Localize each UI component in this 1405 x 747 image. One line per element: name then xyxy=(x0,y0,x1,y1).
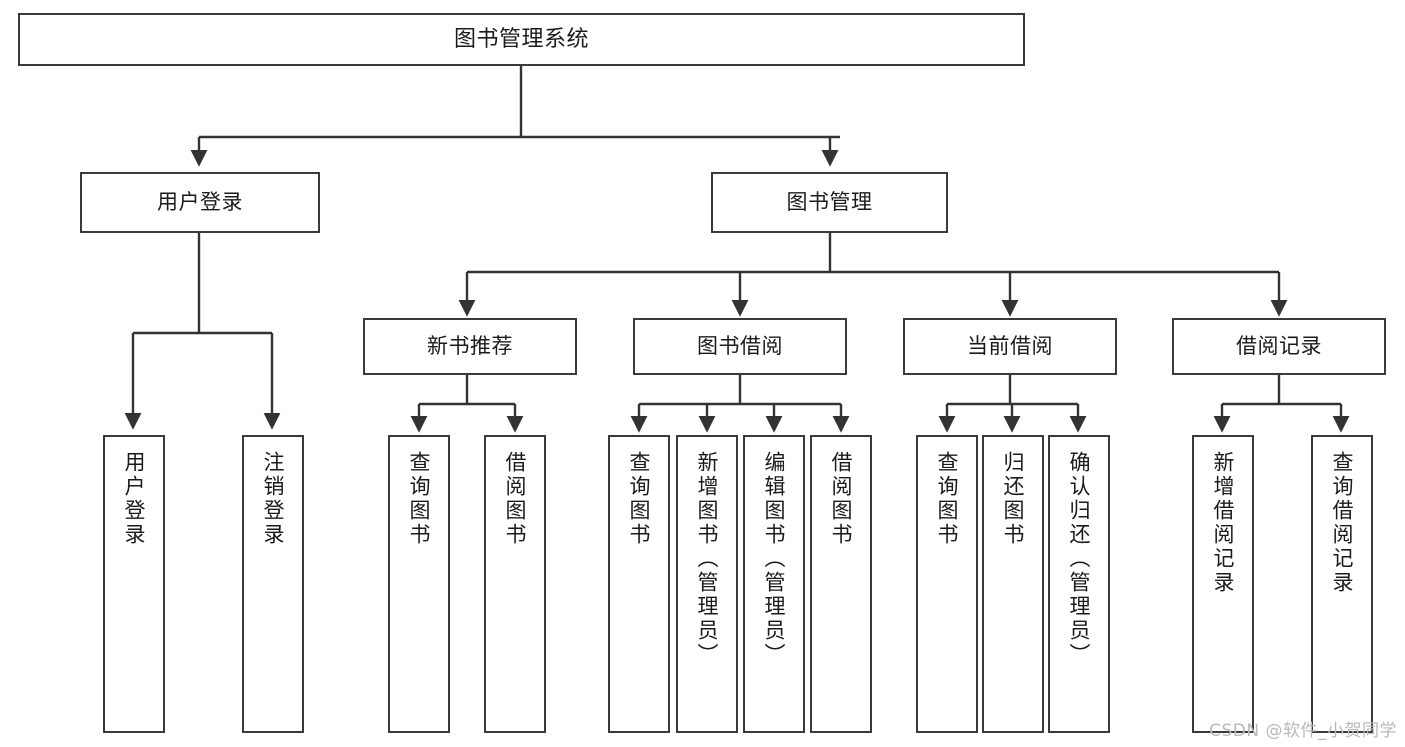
node-leaf-logout[interactable]: 注销登录 xyxy=(242,435,304,733)
node-borrow-record-label: 借阅记录 xyxy=(1236,334,1322,359)
node-leaf-edit-book[interactable]: 编辑图书（管理员） xyxy=(743,435,805,733)
node-leaf-query-record[interactable]: 查询借阅记录 xyxy=(1311,435,1373,733)
node-leaf-borrow-book-1-label: 借阅图书 xyxy=(503,451,528,547)
csdn-watermark: CSDN @软件_小贺同学 xyxy=(1209,721,1397,741)
node-leaf-add-record[interactable]: 新增借阅记录 xyxy=(1192,435,1254,733)
node-leaf-borrow-book-2[interactable]: 借阅图书 xyxy=(810,435,872,733)
node-leaf-confirm-return-label: 确认归还（管理员） xyxy=(1067,451,1092,667)
node-leaf-return-book[interactable]: 归还图书 xyxy=(982,435,1044,733)
node-user-login[interactable]: 用户登录 xyxy=(80,172,320,233)
node-leaf-logout-label: 注销登录 xyxy=(261,451,286,547)
node-current-borrow-label: 当前借阅 xyxy=(967,334,1053,359)
node-leaf-add-record-label: 新增借阅记录 xyxy=(1211,451,1236,595)
node-leaf-add-book[interactable]: 新增图书（管理员） xyxy=(676,435,738,733)
node-book-manage-label: 图书管理 xyxy=(786,190,873,215)
node-leaf-borrow-book-2-label: 借阅图书 xyxy=(829,451,854,547)
node-leaf-borrow-book-1[interactable]: 借阅图书 xyxy=(484,435,546,733)
node-new-book-recommend[interactable]: 新书推荐 xyxy=(363,318,577,375)
node-leaf-query-book-3-label: 查询图书 xyxy=(935,451,960,547)
node-leaf-query-book-2[interactable]: 查询图书 xyxy=(608,435,670,733)
node-leaf-return-book-label: 归还图书 xyxy=(1001,451,1026,547)
node-root-label: 图书管理系统 xyxy=(453,26,589,52)
node-leaf-add-book-label: 新增图书（管理员） xyxy=(695,451,720,667)
node-leaf-confirm-return[interactable]: 确认归还（管理员） xyxy=(1048,435,1110,733)
node-leaf-query-book-1-label: 查询图书 xyxy=(407,451,432,547)
node-leaf-query-book-1[interactable]: 查询图书 xyxy=(388,435,450,733)
node-leaf-user-login[interactable]: 用户登录 xyxy=(103,435,165,733)
node-leaf-edit-book-label: 编辑图书（管理员） xyxy=(762,451,787,667)
node-book-borrow[interactable]: 图书借阅 xyxy=(633,318,847,375)
node-user-login-label: 用户登录 xyxy=(157,190,243,215)
node-new-book-recommend-label: 新书推荐 xyxy=(427,334,513,359)
node-leaf-query-record-label: 查询借阅记录 xyxy=(1330,451,1355,595)
node-borrow-record[interactable]: 借阅记录 xyxy=(1172,318,1386,375)
node-book-borrow-label: 图书借阅 xyxy=(697,334,783,359)
node-book-manage[interactable]: 图书管理 xyxy=(711,172,948,233)
node-leaf-query-book-3[interactable]: 查询图书 xyxy=(916,435,978,733)
node-leaf-user-login-label: 用户登录 xyxy=(122,451,147,547)
node-current-borrow[interactable]: 当前借阅 xyxy=(903,318,1117,375)
node-leaf-query-book-2-label: 查询图书 xyxy=(627,451,652,547)
node-root[interactable]: 图书管理系统 xyxy=(18,13,1025,66)
